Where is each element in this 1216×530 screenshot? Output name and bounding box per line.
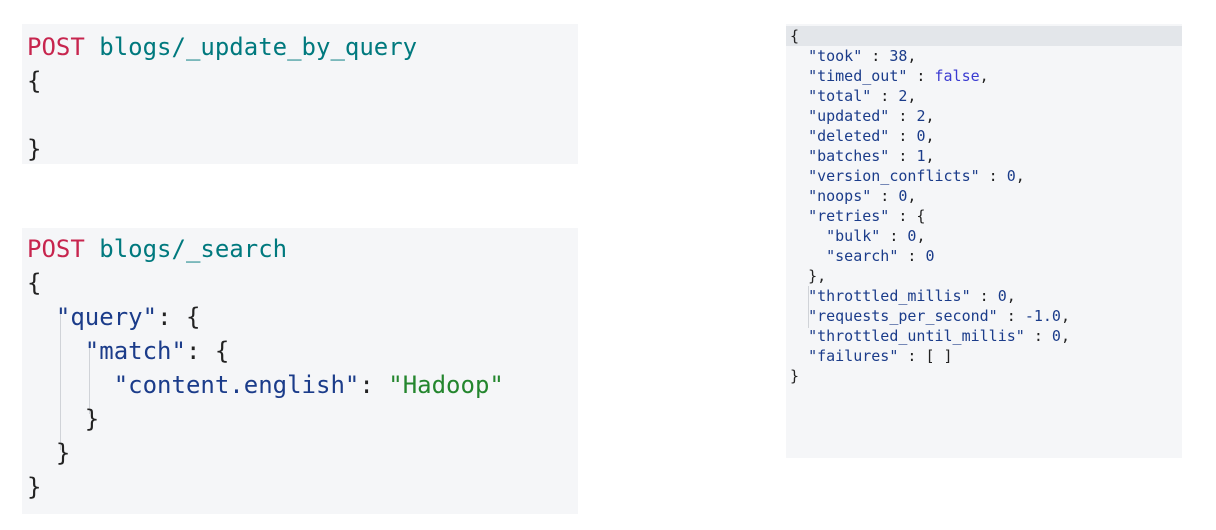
query-line: "query": { — [55, 303, 201, 331]
open-brace: { — [27, 269, 42, 297]
close-query: } — [27, 436, 70, 470]
response-viewer[interactable]: { "took" : 38, "timed_out" : false, "tot… — [786, 24, 1182, 458]
field-retries-search: "search" : 0 — [826, 247, 935, 265]
field-key: "content.english" — [113, 371, 360, 399]
http-method: POST — [27, 33, 85, 61]
close-query-brace: } — [55, 439, 71, 467]
field-noops: "noops" : 0, — [808, 187, 917, 205]
open-brace: { — [27, 67, 42, 95]
field-throttled-millis: "throttled_millis" : 0, — [808, 287, 1016, 305]
field-value: "Hadoop" — [388, 371, 504, 399]
query-key: "query" — [55, 303, 158, 331]
indent-guide — [808, 286, 809, 328]
http-method: POST — [27, 235, 85, 263]
close-match-brace: } — [84, 405, 100, 433]
response-close-brace: } — [790, 367, 800, 385]
field-retries-bulk: "bulk" : 0, — [826, 227, 926, 245]
field-deleted: "deleted" : 0, — [808, 127, 935, 145]
close-match: } — [27, 402, 99, 436]
field-updated: "updated" : 2, — [808, 107, 935, 125]
request-line: POST blogs/_search — [27, 232, 287, 266]
update-request-editor[interactable]: POST blogs/_update_by_query { } — [22, 24, 578, 164]
request-path: blogs/_update_by_query — [99, 33, 418, 61]
field-took: "took" : 38, — [808, 47, 917, 65]
close-brace: } — [27, 473, 42, 501]
close-brace: } — [27, 135, 42, 163]
match-key: "match" — [84, 337, 186, 365]
request-path: blogs/_search — [99, 235, 288, 263]
field-line: "content.english": "Hadoop" — [113, 371, 504, 399]
field-total: "total" : 2, — [808, 87, 917, 105]
response-open-brace: { — [790, 27, 800, 45]
active-line-highlight — [786, 26, 1182, 46]
field-throttled-until-millis: "throttled_until_millis" : 0, — [808, 327, 1070, 345]
field-failures: "failures" : [ ] — [808, 347, 953, 365]
field-requests-per-second: "requests_per_second" : -1.0, — [808, 307, 1070, 325]
field-timed-out: "timed_out" : false, — [808, 67, 989, 85]
indent-guide — [89, 344, 90, 414]
field-batches: "batches" : 1, — [808, 147, 935, 165]
match-line: "match": { — [84, 337, 230, 365]
field-retries: "retries" : { — [808, 207, 926, 225]
retries-close: }, — [808, 267, 827, 285]
indent-guide — [60, 310, 61, 450]
request-line: POST blogs/_update_by_query — [27, 30, 417, 64]
field-version-conflicts: "version_conflicts" : 0, — [808, 167, 1025, 185]
search-request-editor[interactable]: POST blogs/_search { "query": { "match":… — [22, 228, 578, 514]
